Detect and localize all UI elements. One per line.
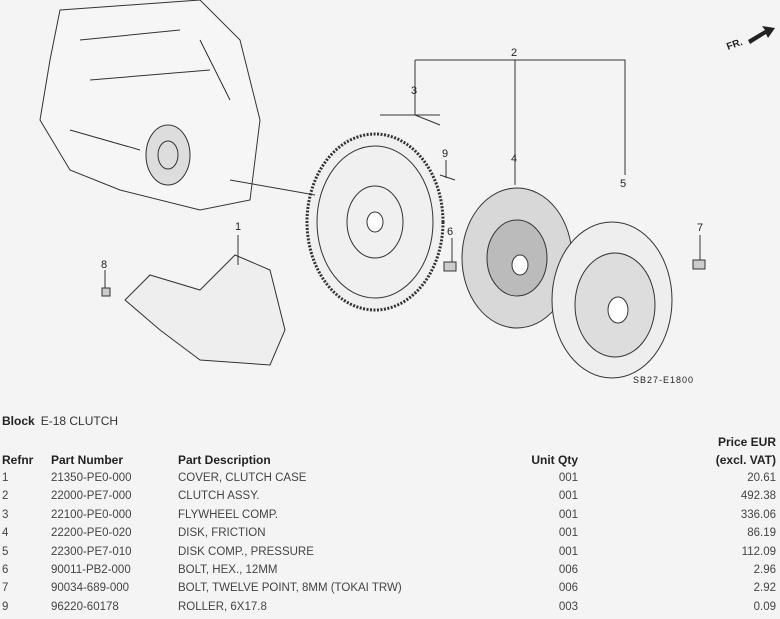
front-marker: FR. [725,37,744,53]
callout-3: 3 [411,85,417,97]
engine-block-drawing [39,0,261,211]
table-row[interactable]: 2 22000-PE7-000 CLUTCH ASSY. 001 492.38 [0,490,780,508]
callout-4: 4 [511,153,517,165]
cell-qty: 001 [558,490,578,503]
cell-refnr: 5 [2,545,9,558]
cell-qty: 003 [558,600,578,613]
block-label: Block [2,414,35,428]
flywheel-drawing [305,132,445,312]
table-row[interactable]: 5 22300-PE7-010 DISK COMP., PRESSURE 001 112… [0,546,780,564]
cell-qty: 001 [558,508,578,521]
cell-part-number: 22300-PE7-010 [51,545,132,558]
cover-clutch-case-drawing [124,254,286,366]
callout-9: 9 [442,148,448,160]
header-refnr: Refnr [2,453,34,467]
callout-5: 5 [620,178,626,190]
cell-price: 2.96 [753,564,776,576]
callout-labels: 1 2 3 4 5 6 7 8 9 SB27-E1800 FR. [101,26,775,385]
cell-refnr: 6 [2,564,9,576]
cell-description: BOLT, HEX., 12MM [178,564,278,576]
cell-price: 112.09 [741,545,776,558]
front-arrow-icon [748,26,775,44]
cell-description: BOLT, TWELVE POINT, 8MM (TOKAI TRW) [178,582,402,595]
cell-description: ROLLER, 6X17.8 [178,600,267,613]
cell-qty: 006 [558,564,578,576]
cell-part-number: 22100-PE0-000 [51,508,132,521]
cell-refnr: 7 [2,582,9,595]
callout-lines [104,59,701,288]
cell-qty: 006 [558,582,578,595]
cell-part-number: 22200-PE0-020 [51,527,132,540]
cell-refnr: 4 [2,527,9,540]
cell-part-number: 21350-PE0-000 [51,472,132,484]
cell-qty: 001 [558,545,578,558]
table-row[interactable]: 9 96220-60178 ROLLER, 6X17.8 003 0.09 [0,601,780,619]
block-title: Block E-18 CLUTCH [2,414,118,428]
cell-price: 0.09 [753,600,776,613]
cell-price: 20.61 [747,472,776,484]
cell-refnr: 2 [2,490,9,503]
table-row[interactable]: 1 21350-PE0-000 COVER, CLUTCH CASE 001 20.61 [0,472,780,490]
cell-refnr: 3 [2,508,9,521]
header-price-line2: (excl. VAT) [715,453,776,467]
pressure-plate-drawing [551,221,673,379]
header-part-number: Part Number [51,453,124,467]
cell-part-number: 96220-60178 [51,600,119,613]
header-qty: Unit Qty [531,453,578,467]
header-description: Part Description [178,453,271,467]
table-row[interactable]: 3 22100-PE0-000 FLYWHEEL COMP. 001 336.06 [0,509,780,527]
cell-price: 492.38 [740,490,776,503]
header-price-line1: Price EUR [717,435,776,449]
callout-8: 8 [101,259,107,271]
cell-refnr: 9 [2,600,9,613]
cell-qty: 001 [558,527,578,540]
clutch-exploded-diagram: 1 2 3 4 5 6 7 8 9 SB27-E1800 FR. [39,0,775,385]
callout-6: 6 [447,226,453,238]
cell-part-number: 90034-689-000 [51,582,130,595]
cell-description: COVER, CLUTCH CASE [178,472,307,484]
cell-price: 336.06 [740,508,776,521]
cell-description: FLYWHEEL COMP. [178,508,279,521]
cell-refnr: 1 [2,472,9,484]
cell-price: 86.19 [747,527,776,540]
callout-7: 7 [697,222,703,234]
bolts-drawing [101,174,706,297]
cell-qty: 001 [558,472,578,484]
cell-description: DISK COMP., PRESSURE [178,545,314,558]
block-value: E-18 CLUTCH [40,414,119,428]
callout-2: 2 [511,47,517,59]
diagram-code: SB27-E1800 [633,375,694,385]
table-row[interactable]: 6 90011-PB2-000 BOLT, HEX., 12MM 006 2.96 [0,564,780,582]
cell-description: DISK, FRICTION [178,527,266,540]
cell-description: CLUTCH ASSY. [178,490,260,503]
callout-1: 1 [235,221,241,233]
cell-part-number: 22000-PE7-000 [51,490,132,503]
cell-price: 2.92 [753,582,776,595]
cell-part-number: 90011-PB2-000 [51,564,131,576]
table-row[interactable]: 4 22200-PE0-020 DISK, FRICTION 001 86.19 [0,527,780,545]
table-row[interactable]: 7 90034-689-000 BOLT, TWELVE POINT, 8MM (T… [0,582,780,600]
